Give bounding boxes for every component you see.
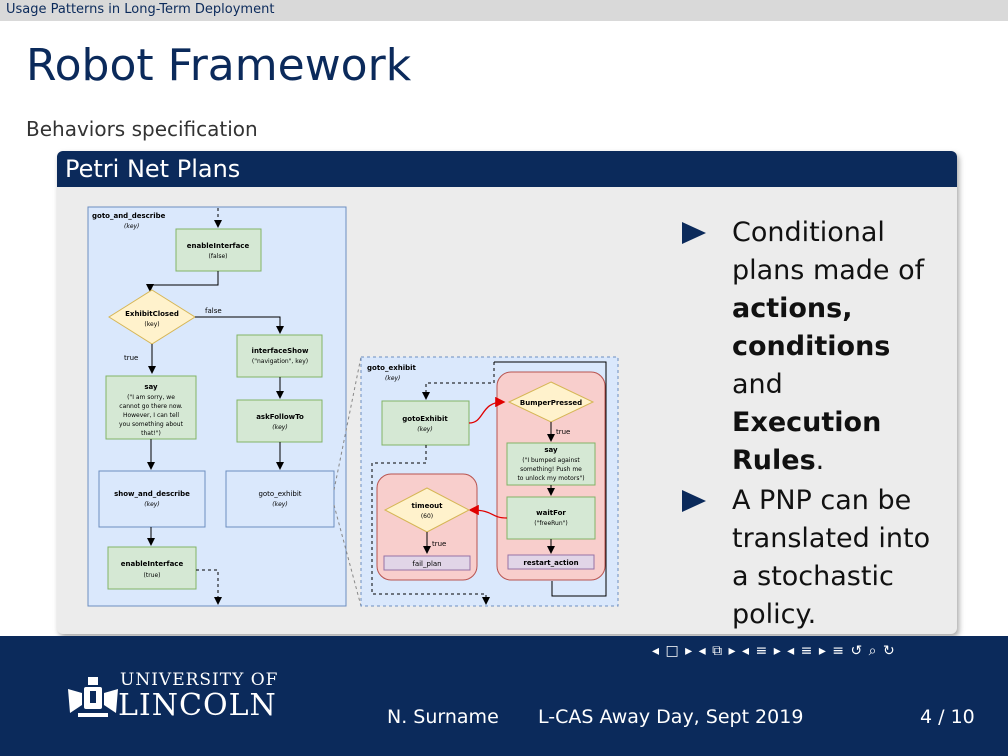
- bullet-triangle-icon: [682, 222, 706, 244]
- timeout-true-label: true: [432, 540, 446, 548]
- enable-interface-true-param: (true): [144, 572, 161, 579]
- university-name-line-1: UNIVERSITY OF: [120, 670, 279, 690]
- bullet-2-line-1: A PNP can be: [732, 485, 912, 516]
- section-name: Usage Patterns in Long-Term Deployment: [6, 2, 275, 17]
- true-branch-label: true: [124, 354, 138, 362]
- say-sorry-box: [105, 375, 197, 440]
- execution-rules-word: Rules: [732, 445, 816, 476]
- timeout-param: (60): [421, 513, 433, 520]
- say-bumped-box: [506, 442, 596, 486]
- bullet-1-period: .: [815, 445, 825, 476]
- interface-show-label: interfaceShow: [252, 347, 309, 355]
- bullet-item-2: A PNP can be translated into a stochasti…: [682, 482, 947, 634]
- bullet-1-line-7: Rules.: [732, 442, 947, 480]
- goto-exhibit-subplan-param: (key): [272, 501, 287, 508]
- show-and-describe-box: [98, 470, 206, 528]
- bumper-pressed-label: BumperPressed: [520, 399, 582, 407]
- say-sorry-line-5: that!"): [141, 430, 161, 437]
- say-sorry-line-1: ("I am sorry, we: [127, 394, 175, 401]
- exhibit-closed-label: ExhibitClosed: [125, 310, 179, 318]
- slide-subtitle: Behaviors specification: [26, 117, 258, 141]
- false-branch-label: false: [205, 307, 222, 315]
- enable-interface-true-label: enableInterface: [121, 560, 184, 568]
- bumper-true-label: true: [556, 428, 570, 436]
- bullet-2-line-3: a stochastic: [732, 561, 894, 592]
- bullet-2-line-2: translated into: [732, 523, 931, 554]
- bullet-1-line-2: plans made of: [732, 255, 925, 286]
- section-header-bar: Usage Patterns in Long-Term Deployment: [0, 0, 1008, 21]
- ask-follow-to-box: [236, 399, 323, 443]
- goto-and-describe-label: goto_and_describe: [92, 212, 166, 220]
- interface-show-param: ("navigation", key): [252, 358, 308, 365]
- say-sorry-line-3: However, I can tell: [123, 412, 179, 419]
- footer-author: N. Surname: [387, 706, 499, 728]
- enable-interface-false-param: (false): [209, 253, 228, 260]
- fail-plan-label: fail_plan: [412, 560, 441, 568]
- show-and-describe-param: (key): [144, 501, 159, 508]
- goto-exhibit-frame-label: goto_exhibit: [367, 364, 417, 372]
- bullet-1-line-5: and: [732, 369, 783, 400]
- bullet-item-1: Conditional plans made of actions, condi…: [682, 214, 947, 480]
- say-sorry-label: say: [144, 383, 158, 391]
- goto-exhibit-frame-param: (key): [385, 375, 400, 382]
- bullet-1-line-1: Conditional: [732, 217, 885, 248]
- wait-for-label: waitFor: [536, 509, 566, 517]
- bullet-triangle-icon: [682, 490, 706, 512]
- restart-action-box: [507, 554, 595, 570]
- timeout-label: timeout: [412, 502, 444, 510]
- slide-title: Robot Framework: [26, 40, 412, 91]
- ask-follow-to-param: (key): [272, 424, 287, 431]
- say-bumped-line-2: something! Push me: [520, 466, 582, 473]
- wait-for-box: [506, 496, 596, 540]
- wait-for-param: ("freeRun"): [534, 520, 568, 527]
- say-bumped-line-1: ("I bumped against: [522, 457, 580, 464]
- goto-exhibit-subplan-label: goto_exhibit: [258, 490, 301, 498]
- bullet-1-line-6: Execution: [732, 407, 882, 438]
- goto-and-describe-param: (key): [124, 223, 139, 230]
- enable-interface-true-box: [107, 546, 197, 590]
- beamer-navigation-icons[interactable]: ◂ □ ▸ ◂ ⧉ ▸ ◂ ≡ ▸ ◂ ≡ ▸ ≡ ↺ ⌕ ↻: [652, 643, 896, 659]
- slide-footer: [0, 636, 1008, 756]
- bullet-1-line-4: conditions: [732, 331, 891, 362]
- goto-exhibit-action-param: (key): [417, 426, 432, 433]
- say-sorry-line-4: you something about: [119, 421, 184, 428]
- ask-follow-to-label: askFollowTo: [256, 413, 304, 421]
- enable-interface-false-label: enableInterface: [187, 242, 250, 250]
- interface-show-box: [236, 334, 323, 378]
- enable-interface-false-box: [175, 228, 262, 272]
- goto-exhibit-action-box: [381, 400, 470, 446]
- say-bumped-label: say: [544, 446, 558, 454]
- restart-action-label: restart_action: [523, 559, 578, 567]
- block-title: Petri Net Plans: [57, 151, 957, 187]
- footer-page-number: 4 / 10: [920, 706, 975, 728]
- bullet-2-line-4: policy.: [732, 599, 817, 630]
- show-and-describe-label: show_and_describe: [114, 490, 190, 498]
- university-name-line-2: LINCOLN: [118, 688, 277, 723]
- bullet-1-line-3: actions,: [732, 293, 853, 324]
- exhibit-closed-param: (key): [144, 321, 159, 328]
- say-bumped-line-3: to unlock my motors"): [517, 475, 584, 482]
- goto-exhibit-subplan-box: [225, 470, 335, 528]
- bullet-list: Conditional plans made of actions, condi…: [682, 214, 947, 636]
- university-crest-icon: [68, 677, 118, 717]
- fail-plan-box: [383, 555, 471, 571]
- say-sorry-line-2: cannot go there now.: [119, 403, 183, 410]
- footer-event: L-CAS Away Day, Sept 2019: [538, 706, 804, 728]
- goto-exhibit-action-label: gotoExhibit: [402, 415, 448, 423]
